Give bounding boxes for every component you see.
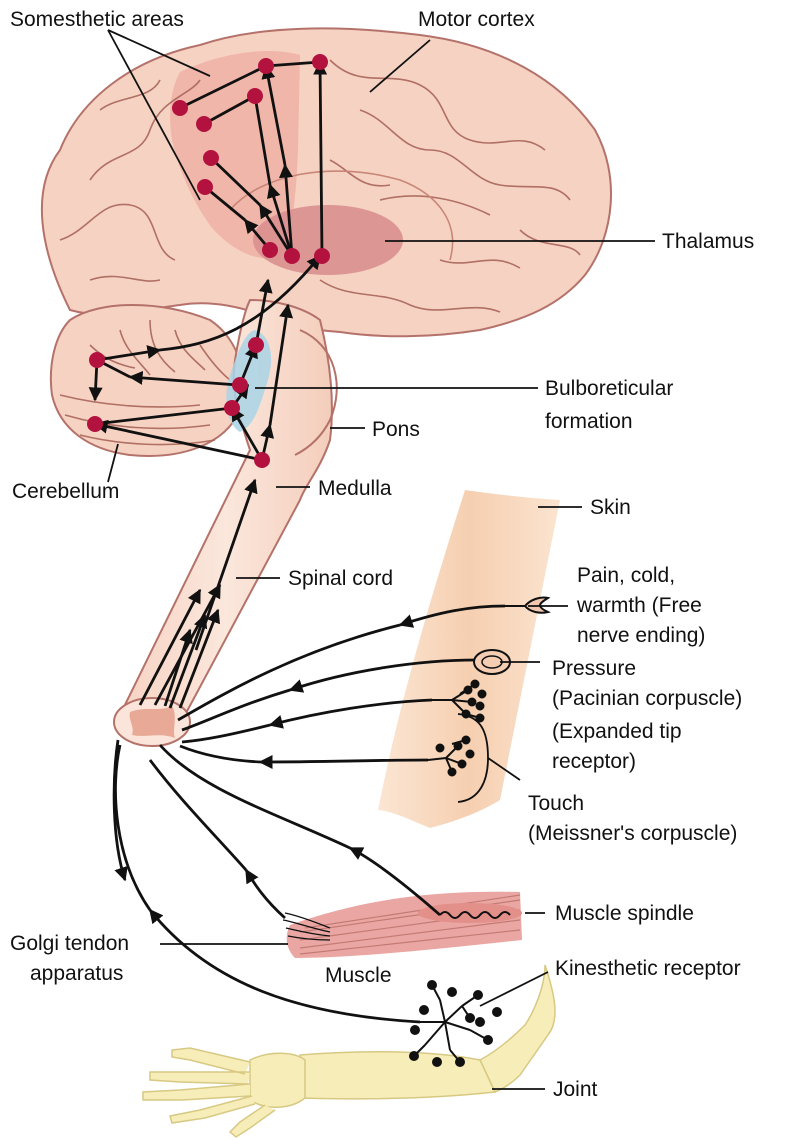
- label-pons: Pons: [372, 418, 420, 441]
- label-thalamus: Thalamus: [662, 230, 754, 253]
- neuron-node: [247, 88, 263, 104]
- neuron-node: [314, 248, 330, 264]
- neuron-node: [196, 116, 212, 132]
- muscle: [283, 892, 522, 958]
- label-pain-3: nerve ending): [577, 624, 705, 647]
- cerebellum-shape: [51, 305, 244, 456]
- label-muscle: Muscle: [325, 964, 392, 987]
- cerebrum-outline: [42, 28, 611, 336]
- label-golgi-1: Golgi tendon: [10, 932, 129, 955]
- label-pressure-1: Pressure: [552, 657, 636, 680]
- neuron-node: [284, 248, 300, 264]
- label-medulla: Medulla: [318, 477, 392, 500]
- label-cerebellum: Cerebellum: [12, 480, 119, 503]
- neuron-node: [203, 150, 219, 166]
- neuron-node: [87, 416, 103, 432]
- label-golgi-2: apparatus: [30, 962, 123, 985]
- label-touch-1: Touch: [528, 792, 584, 815]
- label-pressure-2: (Pacinian corpuscle): [552, 687, 742, 710]
- label-bulboreticular: Bulboreticular: [545, 377, 673, 400]
- neuron-node: [224, 400, 240, 416]
- label-spinal-cord: Spinal cord: [288, 567, 393, 590]
- neuron-node: [258, 58, 274, 74]
- humerus: [480, 965, 555, 1092]
- label-joint: Joint: [553, 1078, 598, 1101]
- thalamus: [253, 205, 403, 275]
- arm-skeleton: [143, 965, 555, 1137]
- forearm-bones: [300, 1052, 495, 1099]
- neuron-node: [89, 352, 105, 368]
- label-somesthetic-areas: Somesthetic areas: [10, 8, 184, 31]
- neuron-node: [172, 100, 188, 116]
- label-skin: Skin: [590, 496, 631, 519]
- label-pain-2: warmth (Free: [576, 594, 702, 617]
- neuron-node: [197, 179, 213, 195]
- label-motor-cortex: Motor cortex: [418, 8, 535, 31]
- label-muscle-spindle: Muscle spindle: [555, 902, 694, 925]
- gray-matter: [130, 706, 175, 738]
- label-formation: formation: [545, 410, 633, 433]
- label-expanded-1: (Expanded tip: [552, 720, 682, 743]
- label-expanded-2: receptor): [552, 750, 636, 773]
- neuron-node: [312, 54, 328, 70]
- neuron-node: [232, 377, 248, 393]
- wrist-bones: [250, 1053, 305, 1107]
- label-touch-2: (Meissner's corpuscle): [528, 822, 737, 845]
- label-pain-1: Pain, cold,: [577, 564, 675, 587]
- neuron-node: [254, 452, 270, 468]
- neuron-node: [262, 242, 278, 258]
- neuron-node: [248, 337, 264, 353]
- label-kinesthetic-receptor: Kinesthetic receptor: [555, 957, 741, 980]
